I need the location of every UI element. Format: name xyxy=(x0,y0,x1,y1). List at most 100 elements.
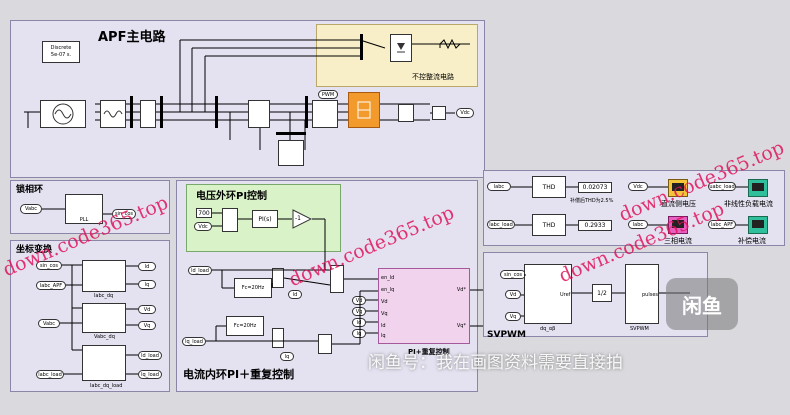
scope-nonlinear-load[interactable] xyxy=(748,179,768,197)
inverter-bridge-block[interactable] xyxy=(348,92,380,128)
coord-in-sincos[interactable]: sin_cos xyxy=(36,261,62,270)
svpwm-in-vd[interactable]: Vd xyxy=(505,290,521,299)
scope-uabc-load-port[interactable]: uabc_load xyxy=(708,182,736,191)
sine-wave-icon xyxy=(52,103,74,125)
mux-in-vd[interactable]: Vd xyxy=(352,296,366,305)
pi-port-vq: Vq xyxy=(381,311,388,317)
apf-title: APF主电路 xyxy=(98,30,166,45)
caption-overlay: 闲鱼号：我在画图资料需要直接拍 xyxy=(368,353,623,373)
coord-block-2[interactable] xyxy=(82,303,126,333)
pi-repeat-control-block[interactable]: en_ld en_lq Vd Vq ld lq Vd* Vq* xyxy=(378,268,470,344)
measurement-block-2[interactable] xyxy=(248,100,270,128)
diode-bridge-block[interactable] xyxy=(390,34,412,62)
logo-text: 闲鱼 xyxy=(682,293,722,318)
svpwm-title: SVPWM xyxy=(487,330,526,340)
svpwm-block[interactable] xyxy=(625,264,659,324)
filter-block[interactable] xyxy=(312,100,338,128)
dc-capacitor-block[interactable] xyxy=(398,104,414,122)
current-sum-4[interactable] xyxy=(318,334,332,354)
current-sum-2[interactable] xyxy=(272,328,284,348)
current-sum-3[interactable] xyxy=(330,265,344,293)
ac-source-block[interactable] xyxy=(40,100,86,128)
coord-block-1[interactable] xyxy=(82,260,126,292)
current-fb-ld[interactable]: ld xyxy=(288,290,302,299)
current-loop-title: 电流内环PI＋重复控制 xyxy=(183,368,295,381)
uref-label: Uref xyxy=(560,292,571,298)
measure-labc-port[interactable]: labc xyxy=(487,182,511,191)
scope-compensation[interactable] xyxy=(748,216,768,234)
coord-in-labc-apf[interactable]: labc_APF xyxy=(36,281,66,290)
current-lq-load-port[interactable]: lq_load xyxy=(182,337,206,346)
coord-out-vq[interactable]: Vq xyxy=(138,321,156,330)
thd-block-1[interactable]: THD xyxy=(532,176,566,198)
thd-display-2: 0.2933 xyxy=(578,220,612,231)
pll-vabc-port[interactable]: Vabc xyxy=(20,204,42,214)
voltage-measure-block[interactable] xyxy=(432,106,446,120)
voltage-gain-block[interactable]: -1 xyxy=(292,209,312,229)
pi-port-en-ld: en_ld xyxy=(381,275,395,281)
pi-port-ld: ld xyxy=(381,323,386,329)
pll-sincos-port[interactable]: sin_cos xyxy=(112,209,136,219)
mux-in-ld[interactable]: ld xyxy=(352,318,366,327)
transformer-block-1[interactable] xyxy=(100,100,126,128)
current-ld-load-port[interactable]: ld_load xyxy=(188,266,212,275)
scope-compensation-label: 补偿电流 xyxy=(738,237,766,245)
rl-load-block[interactable] xyxy=(278,140,304,166)
scope-labc-apf-port[interactable]: labc_APF xyxy=(708,220,736,229)
scope-vdc-port[interactable]: Vdc xyxy=(628,182,648,191)
coord-sub-2: Vabc_dq xyxy=(94,334,115,340)
pll-block[interactable]: PLL xyxy=(65,194,103,224)
voltage-vdc-port[interactable]: Vdc xyxy=(194,222,212,231)
coord-out-lq[interactable]: lq xyxy=(138,280,156,289)
voltage-loop-title: 电压外环PI控制 xyxy=(196,191,268,202)
thd-block-2[interactable]: THD xyxy=(532,214,566,236)
mux-in-lq[interactable]: lq xyxy=(352,329,366,338)
lowpass-filter-2[interactable]: Fc=20Hz xyxy=(226,316,264,336)
pi-port-en-lq: en_lq xyxy=(381,287,395,293)
pwm-input-port[interactable]: PWM xyxy=(318,90,338,99)
current-fb-lq[interactable]: lq xyxy=(280,352,294,361)
scope-dc-voltage-label: 直流侧电压 xyxy=(661,200,696,208)
coord-in-labc-load[interactable]: labc_load xyxy=(36,370,64,379)
coord-in-vabc[interactable]: Vabc xyxy=(38,319,60,328)
coord-out-vd[interactable]: Vd xyxy=(138,305,156,314)
scope-dc-voltage[interactable] xyxy=(668,179,688,197)
gain-triangle-icon xyxy=(292,209,312,229)
svpwm-in-vq[interactable]: Vq xyxy=(505,312,521,321)
pll-block-label: PLL xyxy=(79,217,89,223)
voltage-sum-block[interactable] xyxy=(222,208,238,232)
scope-three-phase-label: 三相电流 xyxy=(664,237,692,245)
coord-out-ld-load[interactable]: ld_load xyxy=(138,351,162,360)
filter1-label: Fc=20Hz xyxy=(241,285,265,291)
vdc-output-port[interactable]: Vdc xyxy=(456,108,474,118)
coil-icon xyxy=(103,110,123,118)
current-sum-1[interactable] xyxy=(272,268,284,288)
svpwm-sub-label: SVPWM xyxy=(630,326,649,332)
discrete-solver-block[interactable]: Discrete 5e-07 s. xyxy=(42,41,80,63)
voltage-pi-block[interactable]: PI(s) xyxy=(252,210,278,228)
scope-three-phase[interactable] xyxy=(668,216,688,234)
half-gain-block[interactable]: 1/2 xyxy=(592,284,612,302)
rectifier-label: 不控整流电路 xyxy=(412,73,454,81)
pulses-label: pulses xyxy=(642,292,659,298)
measure-labc-load-port[interactable]: labc_load xyxy=(487,220,515,229)
pi-port-lq: lq xyxy=(381,333,386,339)
thd-display-1: 0.02073 xyxy=(578,182,612,193)
dq-alphabeta-block[interactable] xyxy=(524,264,572,324)
coord-out-ld[interactable]: ld xyxy=(138,262,156,271)
mux-in-vq[interactable]: Vq xyxy=(352,307,366,316)
pll-title: 锁相环 xyxy=(16,185,44,195)
pi-block-label: PI+重复控制 xyxy=(408,348,450,356)
scope-labc-port[interactable]: labc xyxy=(628,220,648,229)
measurement-block-1[interactable] xyxy=(140,100,156,128)
voltage-ref-const[interactable]: 700 xyxy=(196,208,212,218)
coord-out-lq-load[interactable]: lq_load xyxy=(138,370,162,379)
coord-title: 坐标变换 xyxy=(16,245,53,255)
thd-note: 补偿后THD为2.5% xyxy=(570,198,614,204)
coord-block-3[interactable] xyxy=(82,345,126,381)
